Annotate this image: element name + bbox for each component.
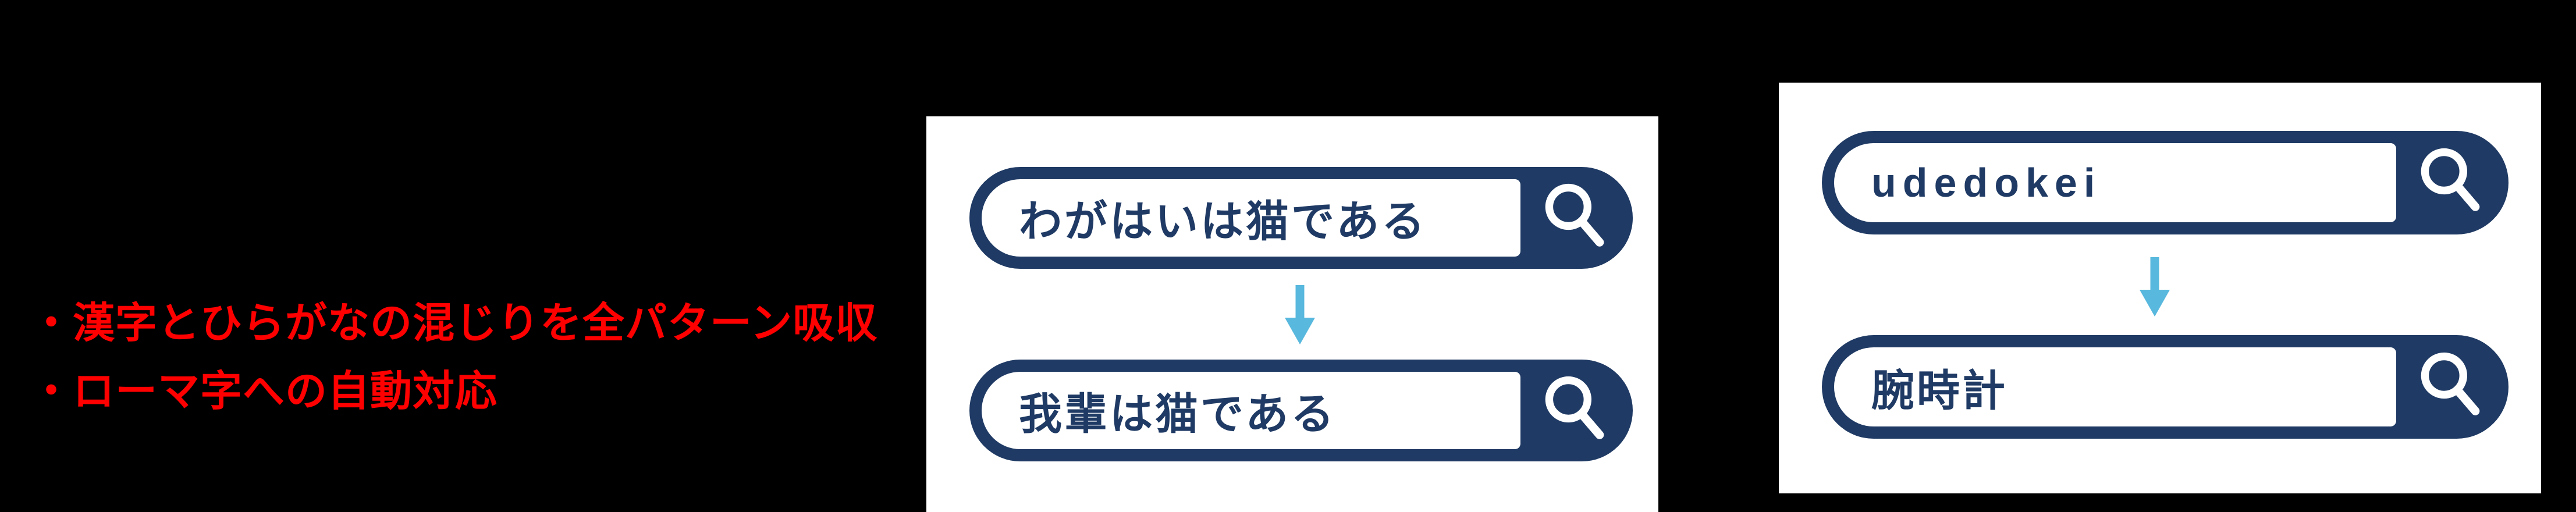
- example-panel-romaji: udedokei 腕時計: [1779, 83, 2541, 493]
- feature-bullets: ・漢字とひらがなの混じりを全パターン吸収 ・ローマ字への自動対応: [30, 290, 877, 426]
- search-query-text: udedokei: [1871, 160, 2102, 205]
- search-icon: [2421, 352, 2479, 415]
- search-button[interactable]: [1520, 360, 1633, 461]
- search-bar-input-query[interactable]: わがはいは猫である: [969, 167, 1633, 269]
- bullet-kanji-hiragana: ・漢字とひらがなの混じりを全パターン吸収: [30, 300, 878, 347]
- search-input[interactable]: わがはいは猫である: [982, 179, 1520, 257]
- search-bar-input-query[interactable]: udedokei: [1822, 131, 2509, 234]
- search-query-text: 腕時計: [1871, 366, 2007, 415]
- search-button[interactable]: [2396, 131, 2509, 234]
- search-query-text: わがはいは猫である: [1019, 197, 1427, 246]
- example-panel-kanji-hiragana: わがはいは猫である 我輩は猫である: [926, 116, 1658, 512]
- search-bar-output-query[interactable]: 腕時計: [1822, 335, 2509, 439]
- search-bar-output-query[interactable]: 我輩は猫である: [969, 360, 1633, 461]
- bullet-romaji: ・ローマ字への自動対応: [30, 368, 498, 415]
- search-button[interactable]: [1520, 167, 1633, 269]
- search-icon: [2421, 148, 2479, 211]
- search-input[interactable]: udedokei: [1834, 143, 2396, 222]
- search-button[interactable]: [2396, 335, 2509, 439]
- search-icon: [1545, 376, 1604, 439]
- down-arrow-icon: [1285, 285, 1315, 344]
- down-arrow-icon: [2140, 257, 2170, 317]
- search-query-text: 我輩は猫である: [1019, 390, 1337, 438]
- search-input[interactable]: 腕時計: [1834, 347, 2396, 426]
- search-icon: [1545, 183, 1604, 247]
- search-input[interactable]: 我輩は猫である: [982, 372, 1520, 449]
